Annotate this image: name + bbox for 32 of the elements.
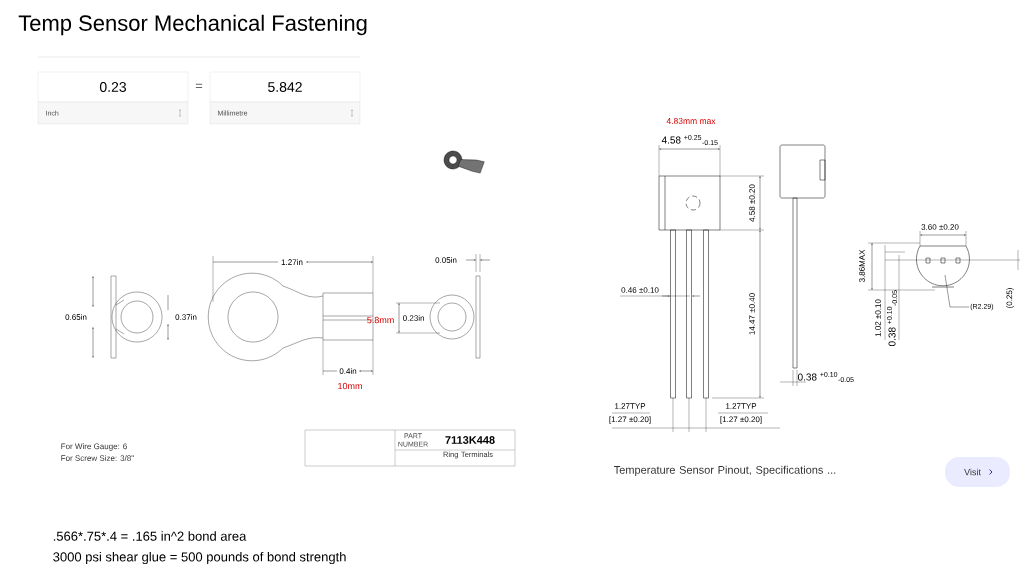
dimension-label: 0.46 ±0.10 [621, 287, 659, 293]
dimension-label: 0.23in [403, 315, 424, 321]
dimension-label: 3.86MAX [859, 249, 865, 283]
annotation-text: 4.83mm max [666, 118, 716, 124]
note-text: For Wire Gauge: 6 [61, 443, 127, 451]
equals-sign: = [195, 83, 203, 88]
dimension-label: 0.4in [339, 368, 357, 374]
dimension-label: (0.25) [1006, 288, 1014, 308]
dimension-label: 0.65in [65, 314, 87, 320]
annotation-text: 10mm [338, 382, 362, 390]
dimension-label: 1.27in [281, 259, 303, 265]
result-title: Temperature Sensor Pinout, Specifications ... [613, 465, 836, 476]
dimension-label: 1.27TYP [615, 403, 646, 409]
dimension-label: 1.27TYP [726, 403, 757, 409]
dimension-label: [1.27 ±0.20] [720, 416, 762, 424]
dimension-label: 1.02 ±0.10 [875, 299, 881, 337]
output-field: 5.842 [209, 71, 361, 103]
dimension-label: 0.37in [175, 314, 197, 320]
dimension-label: 14.47 ±0.40 [749, 293, 755, 335]
note-text: For Screw Size: 3/8" [61, 455, 134, 461]
annotation-text: 5.8mm [367, 316, 394, 324]
calculation-text: .566*.75*.4 = .165 in^2 bond area [53, 531, 247, 541]
dimension-label: 0.05in [435, 257, 457, 263]
visit-button: Visit [945, 457, 1010, 487]
leader-line [944, 274, 970, 308]
dimension-label: 3.60 ±0.20 [921, 224, 959, 230]
input-field: 0.23 [37, 71, 189, 103]
slide-title: Temp Sensor Mechanical Fastening [18, 14, 367, 36]
dimension-label: 4.58 ±0.20 [749, 184, 755, 222]
dimension-label: [1.27 ±0.20] [609, 416, 651, 424]
calculation-text: 3000 psi shear glue = 500 pounds of bond strength [53, 551, 346, 565]
part-number: 7113K448 [445, 436, 495, 444]
